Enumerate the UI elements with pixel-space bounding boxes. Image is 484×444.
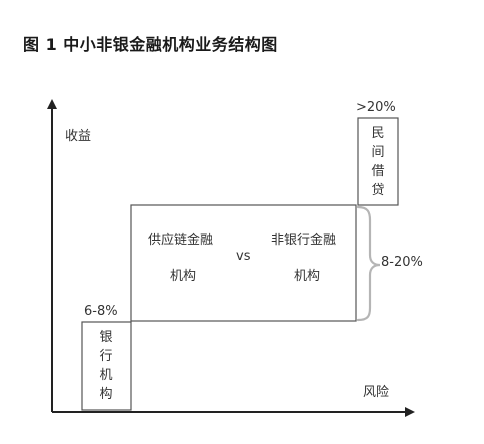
bank-box	[81, 321, 132, 411]
bank-box-label: 银行机构	[99, 330, 113, 402]
range-brace	[356, 205, 381, 322]
middle-right-line2: 机构	[294, 269, 321, 284]
private-box-label: 民间借贷	[371, 126, 385, 198]
middle-vs: vs	[236, 249, 251, 264]
middle-left-line1: 供应链金融	[148, 233, 214, 248]
private-range-label: >20%	[356, 100, 396, 115]
middle-range-label: 8-20%	[381, 255, 423, 270]
middle-box	[130, 204, 357, 322]
middle-right-line1: 非银行金融	[271, 233, 337, 248]
private-lending-box	[357, 117, 399, 206]
middle-left-line2: 机构	[170, 269, 197, 284]
y-axis-label: 收益	[65, 129, 92, 144]
x-axis-label: 风险	[363, 385, 390, 400]
diagram-title: 图 1 中小非银金融机构业务结构图	[23, 35, 278, 54]
bank-range-label: 6-8%	[84, 304, 118, 319]
